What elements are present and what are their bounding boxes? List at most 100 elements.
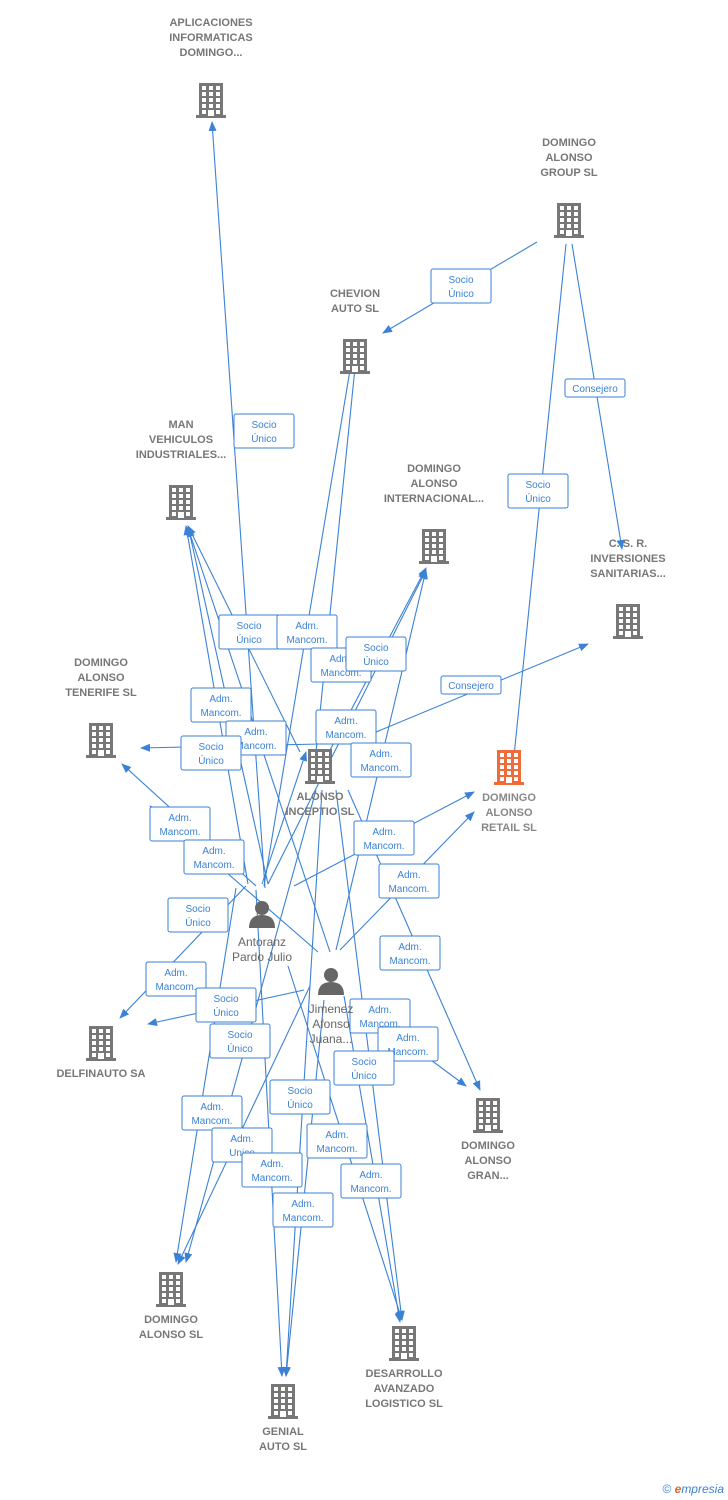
relation-label-30[interactable]: Adm.Mancom. — [306, 1123, 368, 1159]
relation-label-text: Único — [287, 1098, 313, 1111]
relation-label-text: Mancom. — [387, 1047, 428, 1058]
relation-label-text: Mancom. — [193, 860, 234, 871]
relation-label-31[interactable]: Adm.Mancom. — [340, 1163, 402, 1199]
node-man[interactable]: MANVEHICULOSINDUSTRIALES... — [136, 419, 226, 520]
relation-label-9[interactable]: Adm.Mancom. — [190, 687, 252, 723]
building-icon — [554, 203, 584, 238]
node-csr[interactable]: C. S. R.INVERSIONESSANITARIAS... — [590, 538, 666, 639]
node-label-line: ALONSO — [464, 1155, 512, 1167]
relation-label-13[interactable]: Adm.Mancom. — [350, 742, 412, 778]
node-label-line: DOMINGO — [144, 1314, 198, 1326]
relation-label-text: Socio — [287, 1086, 312, 1097]
node-jimenez[interactable]: JimenezAfonsoJuana... — [309, 968, 354, 1046]
relation-label-text: Socio — [213, 994, 238, 1005]
relation-label-6[interactable]: Adm.Mancom. — [276, 614, 338, 650]
relation-label-text: Consejero — [448, 681, 494, 692]
node-delfinauto[interactable]: DELFINAUTO SA — [56, 1026, 146, 1080]
building-icon — [494, 750, 524, 785]
building-icon — [389, 1326, 419, 1361]
node-label-line: INTERNACIONAL... — [384, 493, 484, 505]
relation-label-17[interactable]: Adm.Mancom. — [378, 863, 440, 899]
relation-label-text: Mancom. — [191, 1116, 232, 1127]
edge-labels-layer: SocioÚnicoConsejeroSocioÚnicoSocioÚnicoC… — [145, 268, 626, 1228]
node-label-line: DOMINGO — [542, 137, 596, 149]
building-icon — [196, 83, 226, 118]
relation-edge-29 — [282, 999, 325, 1377]
relation-label-text: Socio — [251, 420, 276, 431]
node-label-line: ALONSO — [485, 807, 533, 819]
node-aplicaciones[interactable]: APLICACIONESINFORMATICASDOMINGO... — [169, 17, 253, 118]
relation-label-text: Adm. — [396, 1033, 419, 1044]
relation-label-text: Único — [185, 916, 211, 929]
relation-label-32[interactable]: Adm.Mancom. — [272, 1192, 334, 1228]
relation-label-text: Socio — [198, 742, 223, 753]
building-icon — [156, 1272, 186, 1307]
relation-label-text: Mancom. — [320, 668, 361, 679]
relation-label-text: Socio — [351, 1057, 376, 1068]
relation-label-text: Socio — [227, 1030, 252, 1041]
relation-label-text: Mancom. — [286, 635, 327, 646]
relation-label-29[interactable]: Adm.Mancom. — [241, 1152, 303, 1188]
node-label-line: MAN — [168, 419, 193, 431]
relation-label-text: Mancom. — [316, 1144, 357, 1155]
relation-label-10[interactable]: Adm.Mancom. — [315, 709, 377, 745]
relation-label-text: Único — [198, 754, 224, 767]
node-label-line: Pardo Julio — [232, 950, 292, 964]
relation-label-27[interactable]: Adm.Mancom. — [181, 1095, 243, 1131]
relation-label-15[interactable]: Adm.Mancom. — [183, 839, 245, 875]
relation-label-text: Socio — [185, 904, 210, 915]
relation-label-4[interactable]: Consejero — [440, 675, 502, 695]
relation-label-1[interactable]: Consejero — [564, 378, 626, 398]
node-label-line: Antoranz — [238, 935, 286, 949]
empresia-footer[interactable]: © empresia — [662, 1482, 724, 1496]
relation-label-14[interactable]: Adm.Mancom. — [149, 806, 211, 842]
person-icon — [318, 968, 344, 995]
relation-label-16[interactable]: Adm.Mancom. — [353, 820, 415, 856]
node-label-line: INDUSTRIALES... — [136, 449, 226, 461]
node-label-line: ALONSO — [77, 672, 125, 684]
node-label-line: AVANZADO — [374, 1383, 435, 1395]
relation-label-text: Mancom. — [235, 741, 276, 752]
node-internacional[interactable]: DOMINGOALONSOINTERNACIONAL... — [384, 463, 484, 564]
node-label-line: ALONSO — [296, 791, 344, 803]
relation-label-text: Adm. — [369, 749, 392, 760]
building-icon — [613, 604, 643, 639]
relation-label-23[interactable]: Adm.Mancom. — [349, 998, 411, 1034]
node-gran[interactable]: DOMINGOALONSOGRAN... — [461, 1098, 515, 1182]
relation-label-text: Socio — [448, 275, 473, 286]
node-label-line: INVERSIONES — [590, 553, 665, 565]
relation-label-20[interactable]: Adm.Mancom. — [145, 961, 207, 997]
relation-label-text: Mancom. — [388, 884, 429, 895]
node-label-line: Juana... — [310, 1032, 353, 1046]
building-icon — [86, 1026, 116, 1061]
relation-label-text: Adm. — [368, 1005, 391, 1016]
building-icon — [268, 1384, 298, 1419]
relation-label-19[interactable]: Adm.Mancom. — [379, 935, 441, 971]
building-icon — [340, 339, 370, 374]
relation-label-text: Único — [251, 432, 277, 445]
relation-label-text: Adm. — [291, 1199, 314, 1210]
relation-label-text: Mancom. — [389, 956, 430, 967]
building-icon — [86, 723, 116, 758]
